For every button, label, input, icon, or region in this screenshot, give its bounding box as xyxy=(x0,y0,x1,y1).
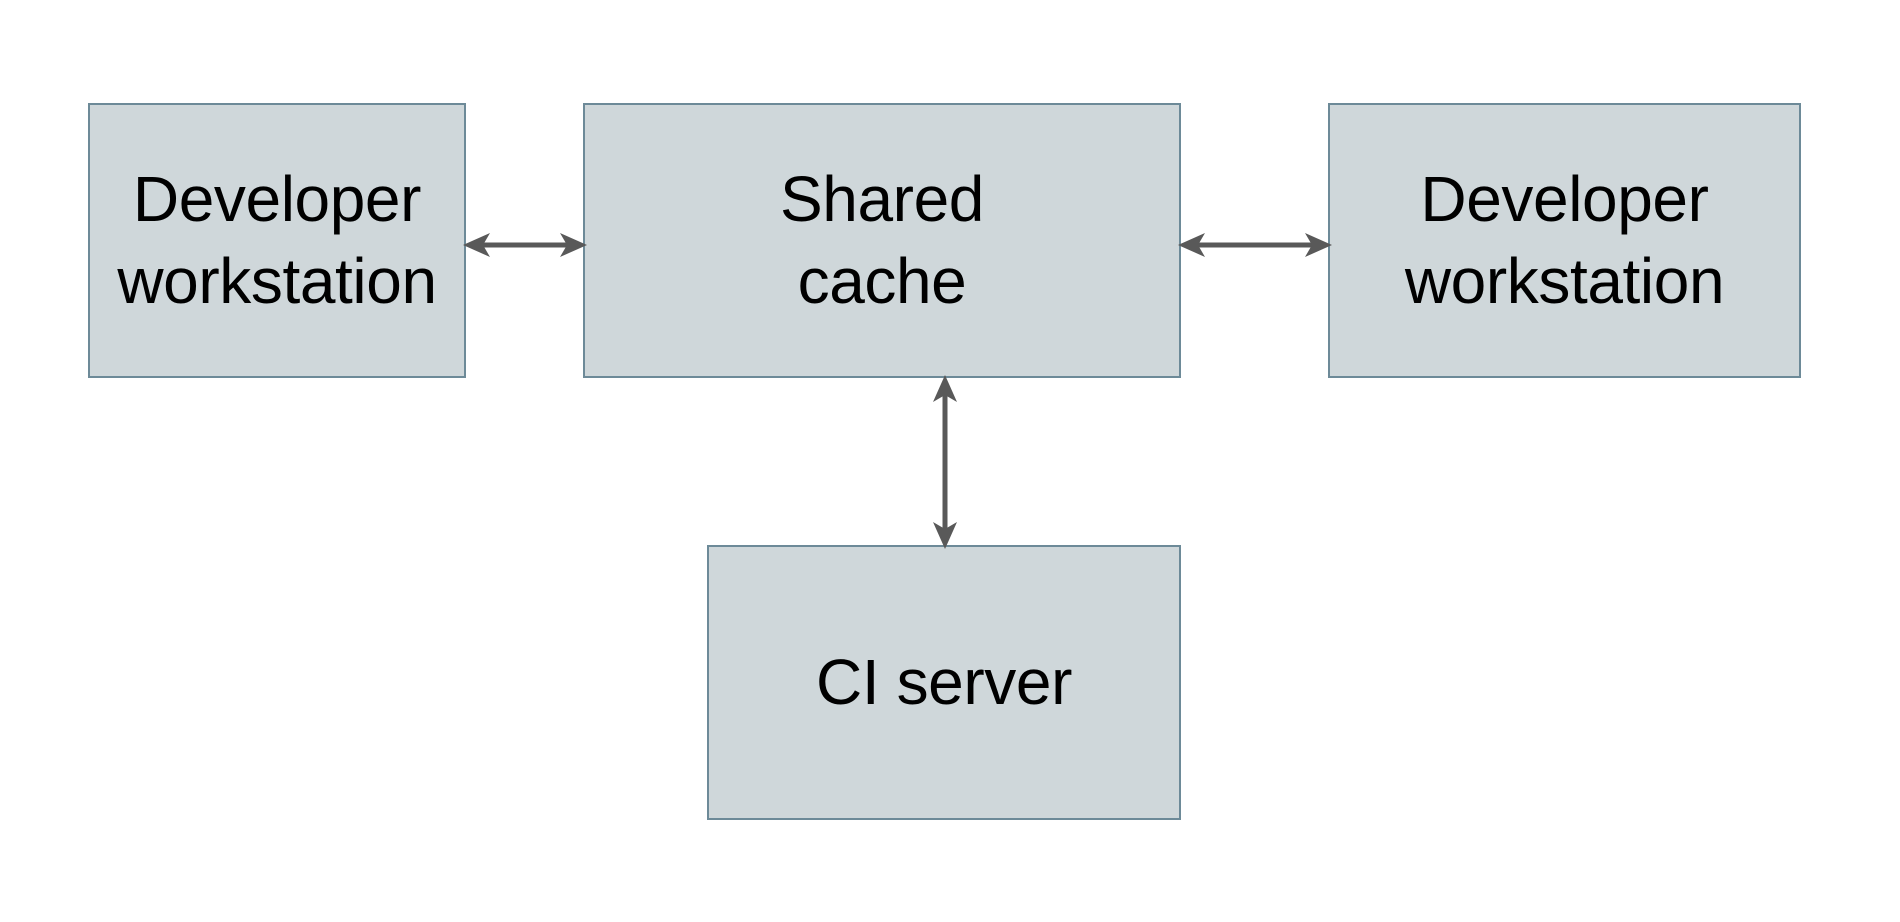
node-label: Developer workstation xyxy=(117,162,437,317)
arrowhead-left-icon xyxy=(463,233,490,257)
edge-developer-workstation-left-to-shared-cache[interactable] xyxy=(460,215,590,275)
node-ci-server[interactable]: CI server xyxy=(707,545,1181,820)
node-shared-cache[interactable]: Shared cache xyxy=(583,103,1181,378)
node-label: Shared cache xyxy=(780,162,984,317)
edge-shared-cache-to-developer-workstation-right[interactable] xyxy=(1175,215,1335,275)
arrowhead-left-icon xyxy=(1178,233,1205,257)
node-label: CI server xyxy=(816,645,1072,718)
node-developer-workstation-right[interactable]: Developer workstation xyxy=(1328,103,1801,378)
arrowhead-down-icon xyxy=(933,522,957,549)
node-developer-workstation-left[interactable]: Developer workstation xyxy=(88,103,466,378)
arrowhead-up-icon xyxy=(933,375,957,402)
arrowhead-right-icon xyxy=(560,233,587,257)
arrowhead-right-icon xyxy=(1305,233,1332,257)
node-label: Developer workstation xyxy=(1404,162,1725,317)
edge-shared-cache-to-ci-server[interactable] xyxy=(915,372,975,552)
